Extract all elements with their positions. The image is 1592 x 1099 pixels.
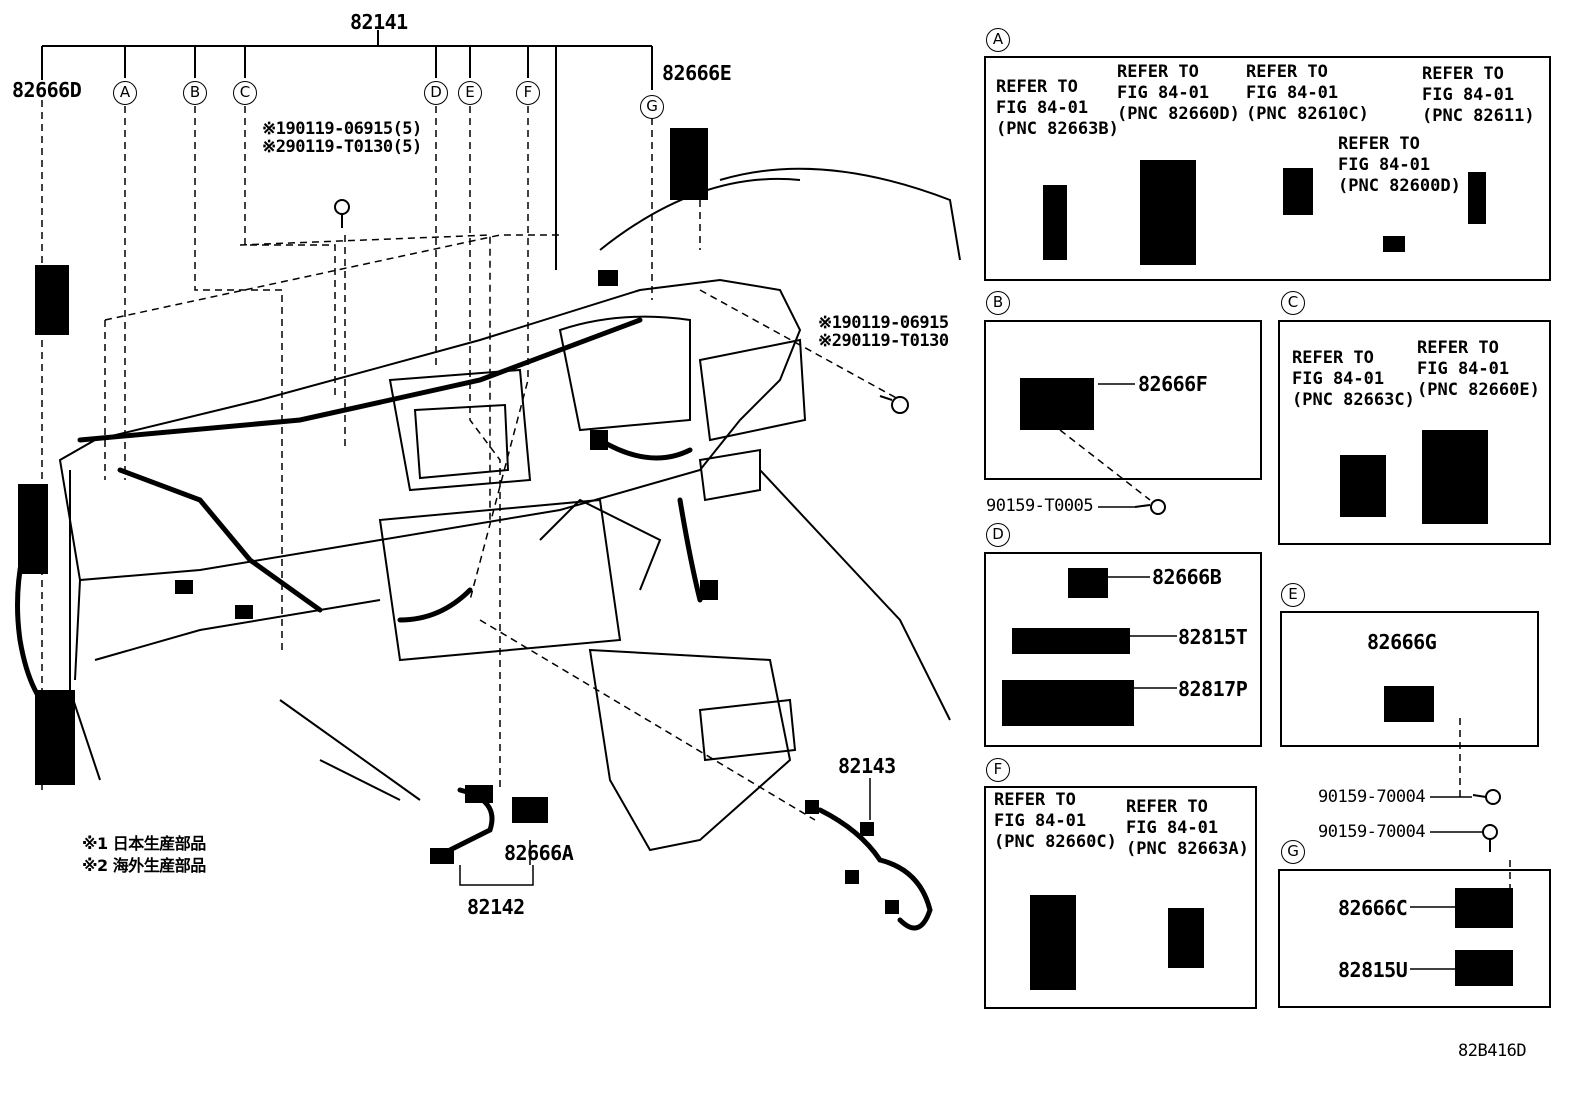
callout-g: G xyxy=(640,95,664,119)
part-label-82666b: 82666B xyxy=(1152,565,1222,589)
panel-d xyxy=(984,552,1262,747)
panel-a-ref-4: REFER TO FIG 84-01 (PNC 82600D) xyxy=(1338,134,1461,196)
bolt-right-label-1: ※190119-06915 xyxy=(818,313,949,333)
note-1: ※1 日本生産部品 xyxy=(82,834,206,853)
part-label-82666d: 82666D xyxy=(12,78,82,102)
part-label-82666f: 82666F xyxy=(1138,372,1208,396)
callout-d: D xyxy=(424,81,448,105)
part-label-82815u: 82815U xyxy=(1338,958,1408,982)
panel-a xyxy=(984,56,1551,281)
callout-f: F xyxy=(516,81,540,105)
panel-a-letter: A xyxy=(986,28,1010,52)
bolt-top-label-2: ※290119-T0130(5) xyxy=(262,137,422,157)
callout-e: E xyxy=(458,81,482,105)
part-label-82666a: 82666A xyxy=(504,841,574,865)
note-2: ※2 海外生産部品 xyxy=(82,856,206,875)
panel-e-letter: E xyxy=(1281,583,1305,607)
panel-c-ref-1: REFER TO FIG 84-01 (PNC 82663C) xyxy=(1292,348,1415,410)
panel-a-ref-2: REFER TO FIG 84-01 (PNC 82660D) xyxy=(1117,62,1240,124)
panel-c-letter: C xyxy=(1281,291,1305,315)
bolt-right-label-2: ※290119-T0130 xyxy=(818,331,949,351)
callout-c: C xyxy=(233,81,257,105)
part-label-82666c: 82666C xyxy=(1338,896,1408,920)
part-label-82815t: 82815T xyxy=(1178,625,1248,649)
bolt-top-label-1: ※190119-06915(5) xyxy=(262,119,422,139)
part-label-82141: 82141 xyxy=(350,10,408,34)
bolt-label-90159-70004-g: 90159-70004 xyxy=(1318,822,1426,842)
panel-d-letter: D xyxy=(986,523,1010,547)
part-label-82666g: 82666G xyxy=(1367,630,1437,654)
panel-a-ref-5: REFER TO FIG 84-01 (PNC 82611) xyxy=(1422,64,1535,126)
panel-f xyxy=(984,786,1257,1009)
bolt-label-90159-t0005: 90159-T0005 xyxy=(986,496,1094,516)
part-label-82666e: 82666E xyxy=(662,61,732,85)
panel-f-ref-2: REFER TO FIG 84-01 (PNC 82663A) xyxy=(1126,797,1249,859)
panel-b xyxy=(984,320,1262,480)
panel-c-ref-2: REFER TO FIG 84-01 (PNC 82660E) xyxy=(1417,338,1540,400)
panel-a-ref-1: REFER TO FIG 84-01 (PNC 82663B) xyxy=(996,77,1119,139)
callout-b: B xyxy=(183,81,207,105)
panel-b-letter: B xyxy=(986,291,1010,315)
panel-g xyxy=(1278,869,1551,1008)
part-label-82817p: 82817P xyxy=(1178,677,1248,701)
panel-g-letter: G xyxy=(1281,840,1305,864)
panel-a-ref-3: REFER TO FIG 84-01 (PNC 82610C) xyxy=(1246,62,1369,124)
callout-a: A xyxy=(113,81,137,105)
panel-c xyxy=(1278,320,1551,545)
panel-f-letter: F xyxy=(986,758,1010,782)
panel-f-ref-1: REFER TO FIG 84-01 (PNC 82660C) xyxy=(994,790,1117,852)
part-label-82142: 82142 xyxy=(467,895,525,919)
panel-e xyxy=(1280,611,1539,747)
bolt-label-90159-70004-e: 90159-70004 xyxy=(1318,787,1426,807)
figure-code: 82B416D xyxy=(1458,1041,1527,1061)
part-label-82143: 82143 xyxy=(838,754,896,778)
